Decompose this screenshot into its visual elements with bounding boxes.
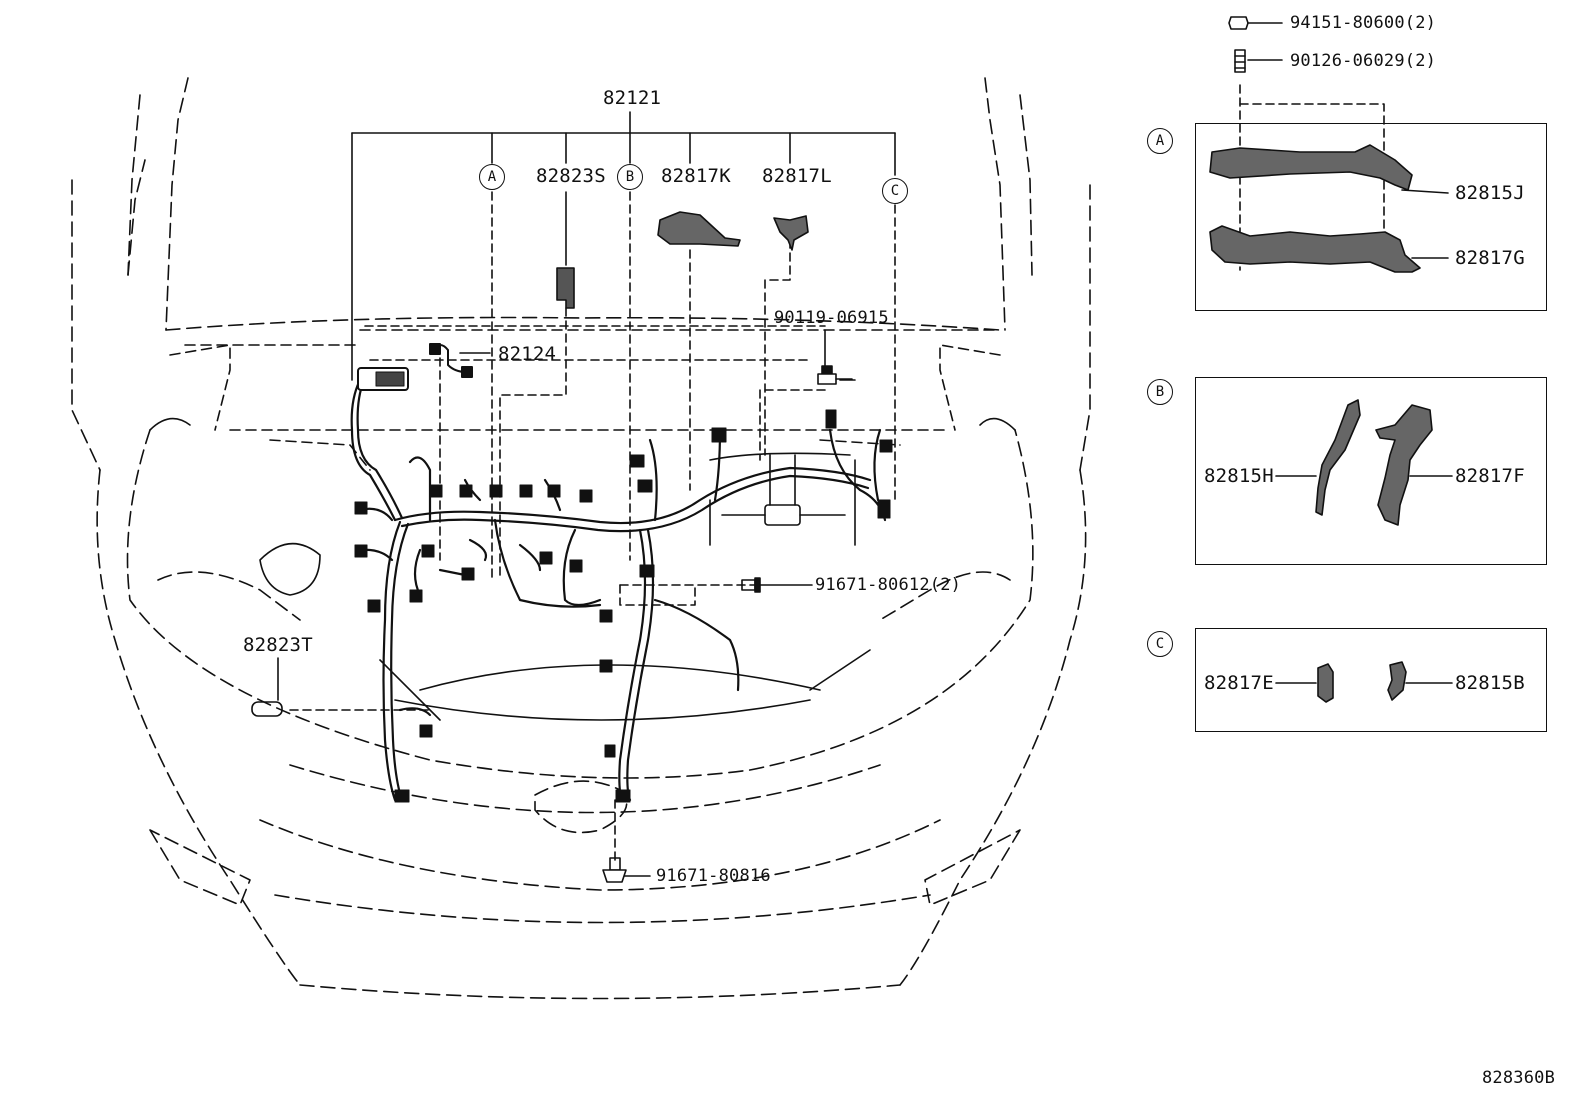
detail-b-ref-circle[interactable]: B: [1147, 379, 1173, 405]
ref-circle-a[interactable]: A: [479, 164, 505, 190]
part-94151-nut: [1228, 16, 1249, 30]
part-91671-80612-bolt: [741, 577, 761, 593]
detail-a-box: [1195, 123, 1547, 311]
callout-82817E[interactable]: 82817E: [1204, 672, 1274, 694]
diagram-id: 828360B: [1482, 1068, 1556, 1088]
detail-c-box: [1195, 628, 1547, 732]
detail-b-box: [1195, 377, 1547, 565]
callout-82815B[interactable]: 82815B: [1455, 672, 1525, 694]
part-90126-stud: [1234, 49, 1246, 73]
detail-a-ref-circle[interactable]: A: [1147, 128, 1173, 154]
leader-lines: [277, 22, 1283, 877]
part-82817G-lower-cover: [1209, 225, 1421, 273]
callout-82823S[interactable]: 82823S: [536, 165, 606, 187]
part-82817L-clamp: [773, 215, 809, 251]
ref-circle-c[interactable]: C: [882, 178, 908, 204]
callout-90119-06915[interactable]: 90119-06915: [774, 308, 889, 328]
callout-stub-lines: [1275, 189, 1453, 684]
part-82817F-cover: [1375, 404, 1433, 526]
callout-82817L[interactable]: 82817L: [762, 165, 832, 187]
callout-82823T[interactable]: 82823T: [243, 634, 313, 656]
callout-82817F[interactable]: 82817F: [1455, 465, 1525, 487]
detail-c-ref-circle[interactable]: C: [1147, 631, 1173, 657]
part-91671-80816-bolt: [602, 857, 627, 883]
callout-82817K[interactable]: 82817K: [661, 165, 731, 187]
part-82823T-cap: [251, 701, 283, 717]
relay-bracket: [709, 452, 856, 546]
engine-wire-harness: [350, 378, 887, 802]
harness-connectors: [354, 367, 893, 803]
vehicle-body-outline: [71, 77, 1091, 1000]
part-82815H-strip: [1315, 399, 1361, 516]
callout-82815J[interactable]: 82815J: [1455, 182, 1525, 204]
callout-82124[interactable]: 82124: [498, 343, 557, 365]
callout-main-harness[interactable]: 82121: [603, 87, 662, 109]
dashed-leaders: [289, 84, 1385, 861]
part-82124-sub-harness: [429, 343, 473, 378]
ref-circle-b[interactable]: B: [617, 164, 643, 190]
callout-90126-06029[interactable]: 90126-06029(2): [1290, 51, 1437, 71]
callout-94151-80600[interactable]: 94151-80600(2): [1290, 13, 1437, 33]
callout-91671-80612[interactable]: 91671-80612(2): [815, 575, 962, 595]
callout-82815H[interactable]: 82815H: [1204, 465, 1274, 487]
callout-82817G[interactable]: 82817G: [1455, 247, 1525, 269]
part-82815B-clip: [1387, 661, 1407, 701]
part-82823S-clip: [556, 267, 575, 309]
part-82815J-upper-cover: [1209, 144, 1413, 191]
part-82817E-clip: [1317, 663, 1334, 703]
part-82817K-cover: [657, 211, 741, 247]
callout-91671-80816[interactable]: 91671-80816: [656, 866, 771, 886]
part-90119-bolt: [817, 365, 853, 385]
